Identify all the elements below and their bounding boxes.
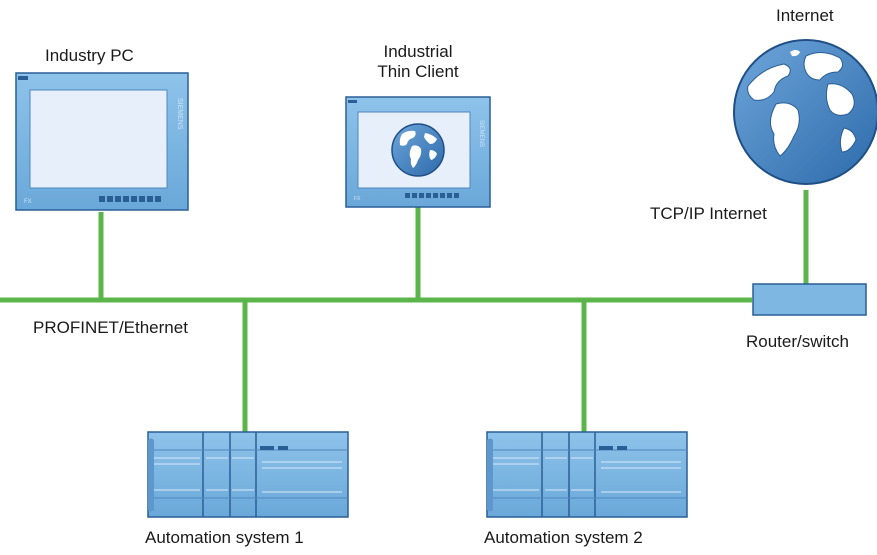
profinet-ethernet-label: PROFINET/Ethernet: [33, 318, 188, 337]
thin-client-brand-text: SIEMENS: [478, 120, 484, 147]
thin-client-icon: FX SIEMENS: [345, 96, 491, 208]
router-switch-label: Router/switch: [746, 332, 849, 351]
thin-client-label: Industrial Thin Client: [350, 42, 486, 82]
automation-2-plc-icon: [486, 431, 688, 518]
thin-client-label-line2: Thin Client: [377, 62, 459, 81]
industry-pc-label: Industry PC: [45, 46, 134, 65]
thin-client-globe-icon: [391, 123, 445, 177]
thin-client-label-line1: Industrial: [383, 42, 453, 61]
tcpip-internet-label: TCP/IP Internet: [650, 204, 767, 223]
pc-model-text: FX: [24, 199, 32, 205]
thin-client-model-text: FX: [354, 196, 361, 202]
automation-system-1-label: Automation system 1: [145, 528, 304, 547]
router-switch-icon: [752, 283, 867, 316]
internet-label: Internet: [776, 6, 834, 25]
automation-1-plc-icon: [147, 431, 349, 518]
industry-pc-icon: FX SIEMENS: [15, 72, 189, 211]
network-lines: [0, 190, 809, 432]
pc-brand-text: SIEMENS: [176, 98, 183, 130]
automation-system-2-label: Automation system 2: [484, 528, 643, 547]
globe-icon: [733, 39, 877, 185]
